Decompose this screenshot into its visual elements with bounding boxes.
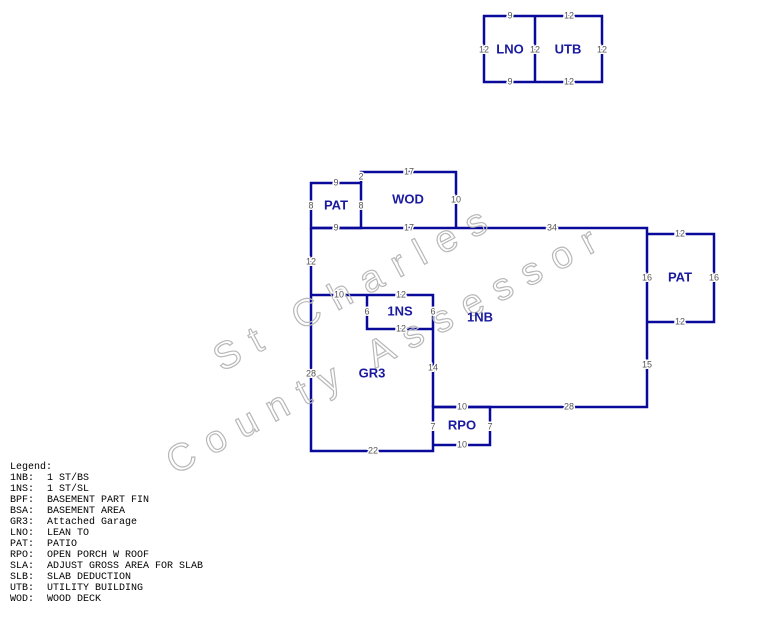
dimension-label: 12	[564, 10, 574, 20]
dimension-label: 12	[396, 289, 406, 299]
dimension-label: 7	[487, 421, 492, 431]
dimension-label: 16	[709, 272, 719, 282]
dimension-label: 8	[358, 200, 363, 210]
legend-item: SLB: SLAB DEDUCTION	[10, 572, 203, 583]
legend-description: BASEMENT AREA	[47, 506, 126, 517]
main-building-labels: PAT WOD 1NS 1NB GR3 RPO PAT 9 2 17 8 8 1…	[304, 165, 720, 457]
legend-code: UTB:	[10, 583, 35, 594]
legend-item: BPF: BASEMENT PART FIN	[10, 495, 203, 506]
dimension-label: 9	[507, 76, 512, 86]
legend-description: WOOD DECK	[47, 594, 102, 605]
legend-description: PATIO	[47, 539, 78, 550]
legend-description: Attached Garage	[47, 517, 138, 528]
legend-item: GR3: Attached Garage	[10, 517, 203, 528]
top-building-labels: LNO UTB 9 12 12 12 12 9 12	[477, 9, 608, 88]
dimension-label: 14	[428, 362, 438, 372]
dimension-label: 8	[308, 200, 313, 210]
main-building-outline	[309, 170, 716, 453]
legend-code: PAT:	[10, 539, 35, 550]
legend-item: WOD: WOOD DECK	[10, 594, 203, 605]
dimension-label: 10	[457, 439, 467, 449]
dimension-label: 28	[306, 368, 316, 378]
dimension-label: 12	[675, 316, 685, 326]
legend-item: 1NS: 1 ST/SL	[10, 484, 203, 495]
area-label: UTB	[555, 41, 582, 56]
area-label: PAT	[324, 197, 348, 212]
legend-description: 1 ST/SL	[47, 484, 90, 495]
dimension-label: 28	[564, 401, 574, 411]
legend-code: BSA:	[10, 506, 35, 517]
dimension-label: 12	[597, 44, 607, 54]
dimension-label: 10	[457, 401, 467, 411]
dimension-label: 34	[547, 222, 557, 232]
legend-code: WOD:	[10, 594, 35, 605]
legend-item: BSA: BASEMENT AREA	[10, 506, 203, 517]
legend-item: RPO: OPEN PORCH W ROOF	[10, 550, 203, 561]
dimension-label: 17	[404, 222, 414, 232]
legend-code: SLA:	[10, 561, 35, 572]
dimension-label: 10	[334, 289, 344, 299]
top-building-outline	[482, 14, 604, 84]
legend-description: 1 ST/BS	[47, 473, 90, 484]
area-label: 1NS	[387, 303, 413, 318]
legend-description: ADJUST GROSS AREA FOR SLAB	[47, 561, 204, 572]
legend-code: LNO:	[10, 528, 35, 539]
legend-item: SLA: ADJUST GROSS AREA FOR SLAB	[10, 561, 203, 572]
legend-code: BPF:	[10, 495, 35, 506]
dimension-label: 6	[364, 306, 369, 316]
dimension-label: 2	[358, 171, 363, 181]
legend-item: UTB: UTILITY BUILDING	[10, 583, 203, 594]
dimension-label: 6	[430, 306, 435, 316]
legend-description: SLAB DEDUCTION	[47, 572, 132, 583]
dimension-label: 12	[564, 76, 574, 86]
dimension-label: 9	[333, 177, 338, 187]
dimension-label: 9	[333, 222, 338, 232]
area-label: RPO	[448, 417, 476, 432]
legend-description: BASEMENT PART FIN	[47, 495, 150, 506]
legend-item: PAT: PATIO	[10, 539, 203, 550]
area-label: GR3	[359, 365, 386, 380]
dimension-label: 22	[368, 445, 378, 455]
dimension-label: 10	[451, 194, 461, 204]
dimension-label: 12	[675, 228, 685, 238]
dimension-label: 12	[396, 323, 406, 333]
dimension-label: 17	[404, 166, 414, 176]
area-label: WOD	[392, 191, 424, 206]
dimension-label: 12	[479, 44, 489, 54]
legend-code: SLB:	[10, 572, 35, 583]
legend-description: LEAN TO	[47, 528, 90, 539]
dimension-label: 15	[642, 359, 652, 369]
legend: Legend:1NB: 1 ST/BS 1NS: 1 ST/SL BPF: BASEMEN…	[10, 462, 203, 605]
legend-code: 1NS:	[10, 484, 35, 495]
dimension-label: 7	[430, 421, 435, 431]
dimension-label: 16	[642, 272, 652, 282]
area-label: PAT	[668, 269, 692, 284]
legend-item: LNO: LEAN TO	[10, 528, 203, 539]
legend-code: 1NB:	[10, 473, 35, 484]
legend-code: GR3:	[10, 517, 35, 528]
dimension-label: 12	[530, 44, 540, 54]
area-label: LNO	[496, 41, 523, 56]
legend-title: Legend:	[10, 462, 53, 473]
dimension-label: 12	[306, 256, 316, 266]
legend-code: RPO:	[10, 550, 35, 561]
legend-description: UTILITY BUILDING	[47, 583, 144, 594]
area-label: 1NB	[467, 309, 493, 324]
legend-item: 1NB: 1 ST/BS	[10, 473, 203, 484]
dimension-label: 9	[507, 10, 512, 20]
watermark: St Charles County Assessor	[159, 193, 617, 483]
legend-description: OPEN PORCH W ROOF	[47, 550, 150, 561]
